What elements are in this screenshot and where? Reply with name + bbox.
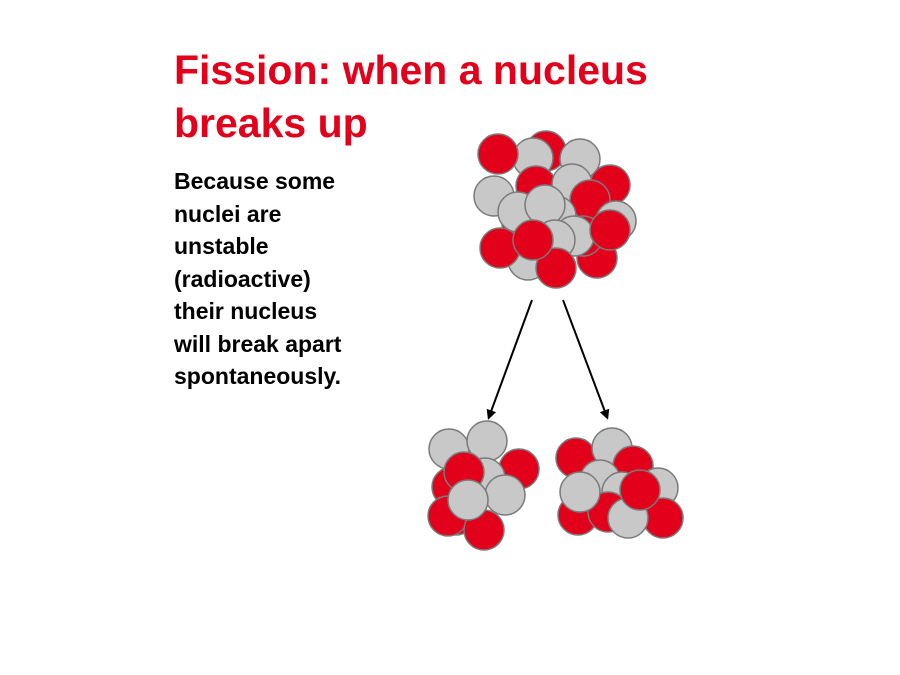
body-line: unstable — [174, 233, 269, 259]
arrow-right — [562, 299, 610, 420]
title-line: Fission: when a nucleus — [174, 47, 648, 93]
right-fragment — [555, 427, 684, 539]
body-line: their nucleus — [174, 298, 318, 324]
body-line: spontaneously. — [174, 363, 341, 389]
body-line: (radioactive) — [174, 265, 311, 292]
body-text: Because some nuclei are unstable (radioa… — [174, 165, 389, 393]
neutron-sphere — [484, 474, 526, 516]
proton-sphere — [535, 247, 577, 289]
proton-sphere — [619, 469, 661, 511]
neutron-sphere — [447, 479, 489, 521]
left-fragment — [427, 420, 540, 551]
title-line: breaks up — [174, 100, 368, 146]
neutron-sphere — [559, 471, 601, 513]
proton-sphere — [589, 209, 631, 251]
body-line: nuclei are — [174, 200, 282, 227]
body-line: will break apart — [174, 330, 342, 357]
proton-sphere — [512, 219, 554, 261]
body-line: Because some — [174, 168, 336, 194]
neutron-sphere — [524, 184, 566, 226]
arrow-left — [486, 299, 533, 420]
arrows — [486, 299, 610, 420]
proton-sphere — [477, 133, 519, 175]
slide-title: Fission: when a nucleus breaks up — [174, 44, 734, 150]
parent-nucleus — [473, 130, 637, 289]
